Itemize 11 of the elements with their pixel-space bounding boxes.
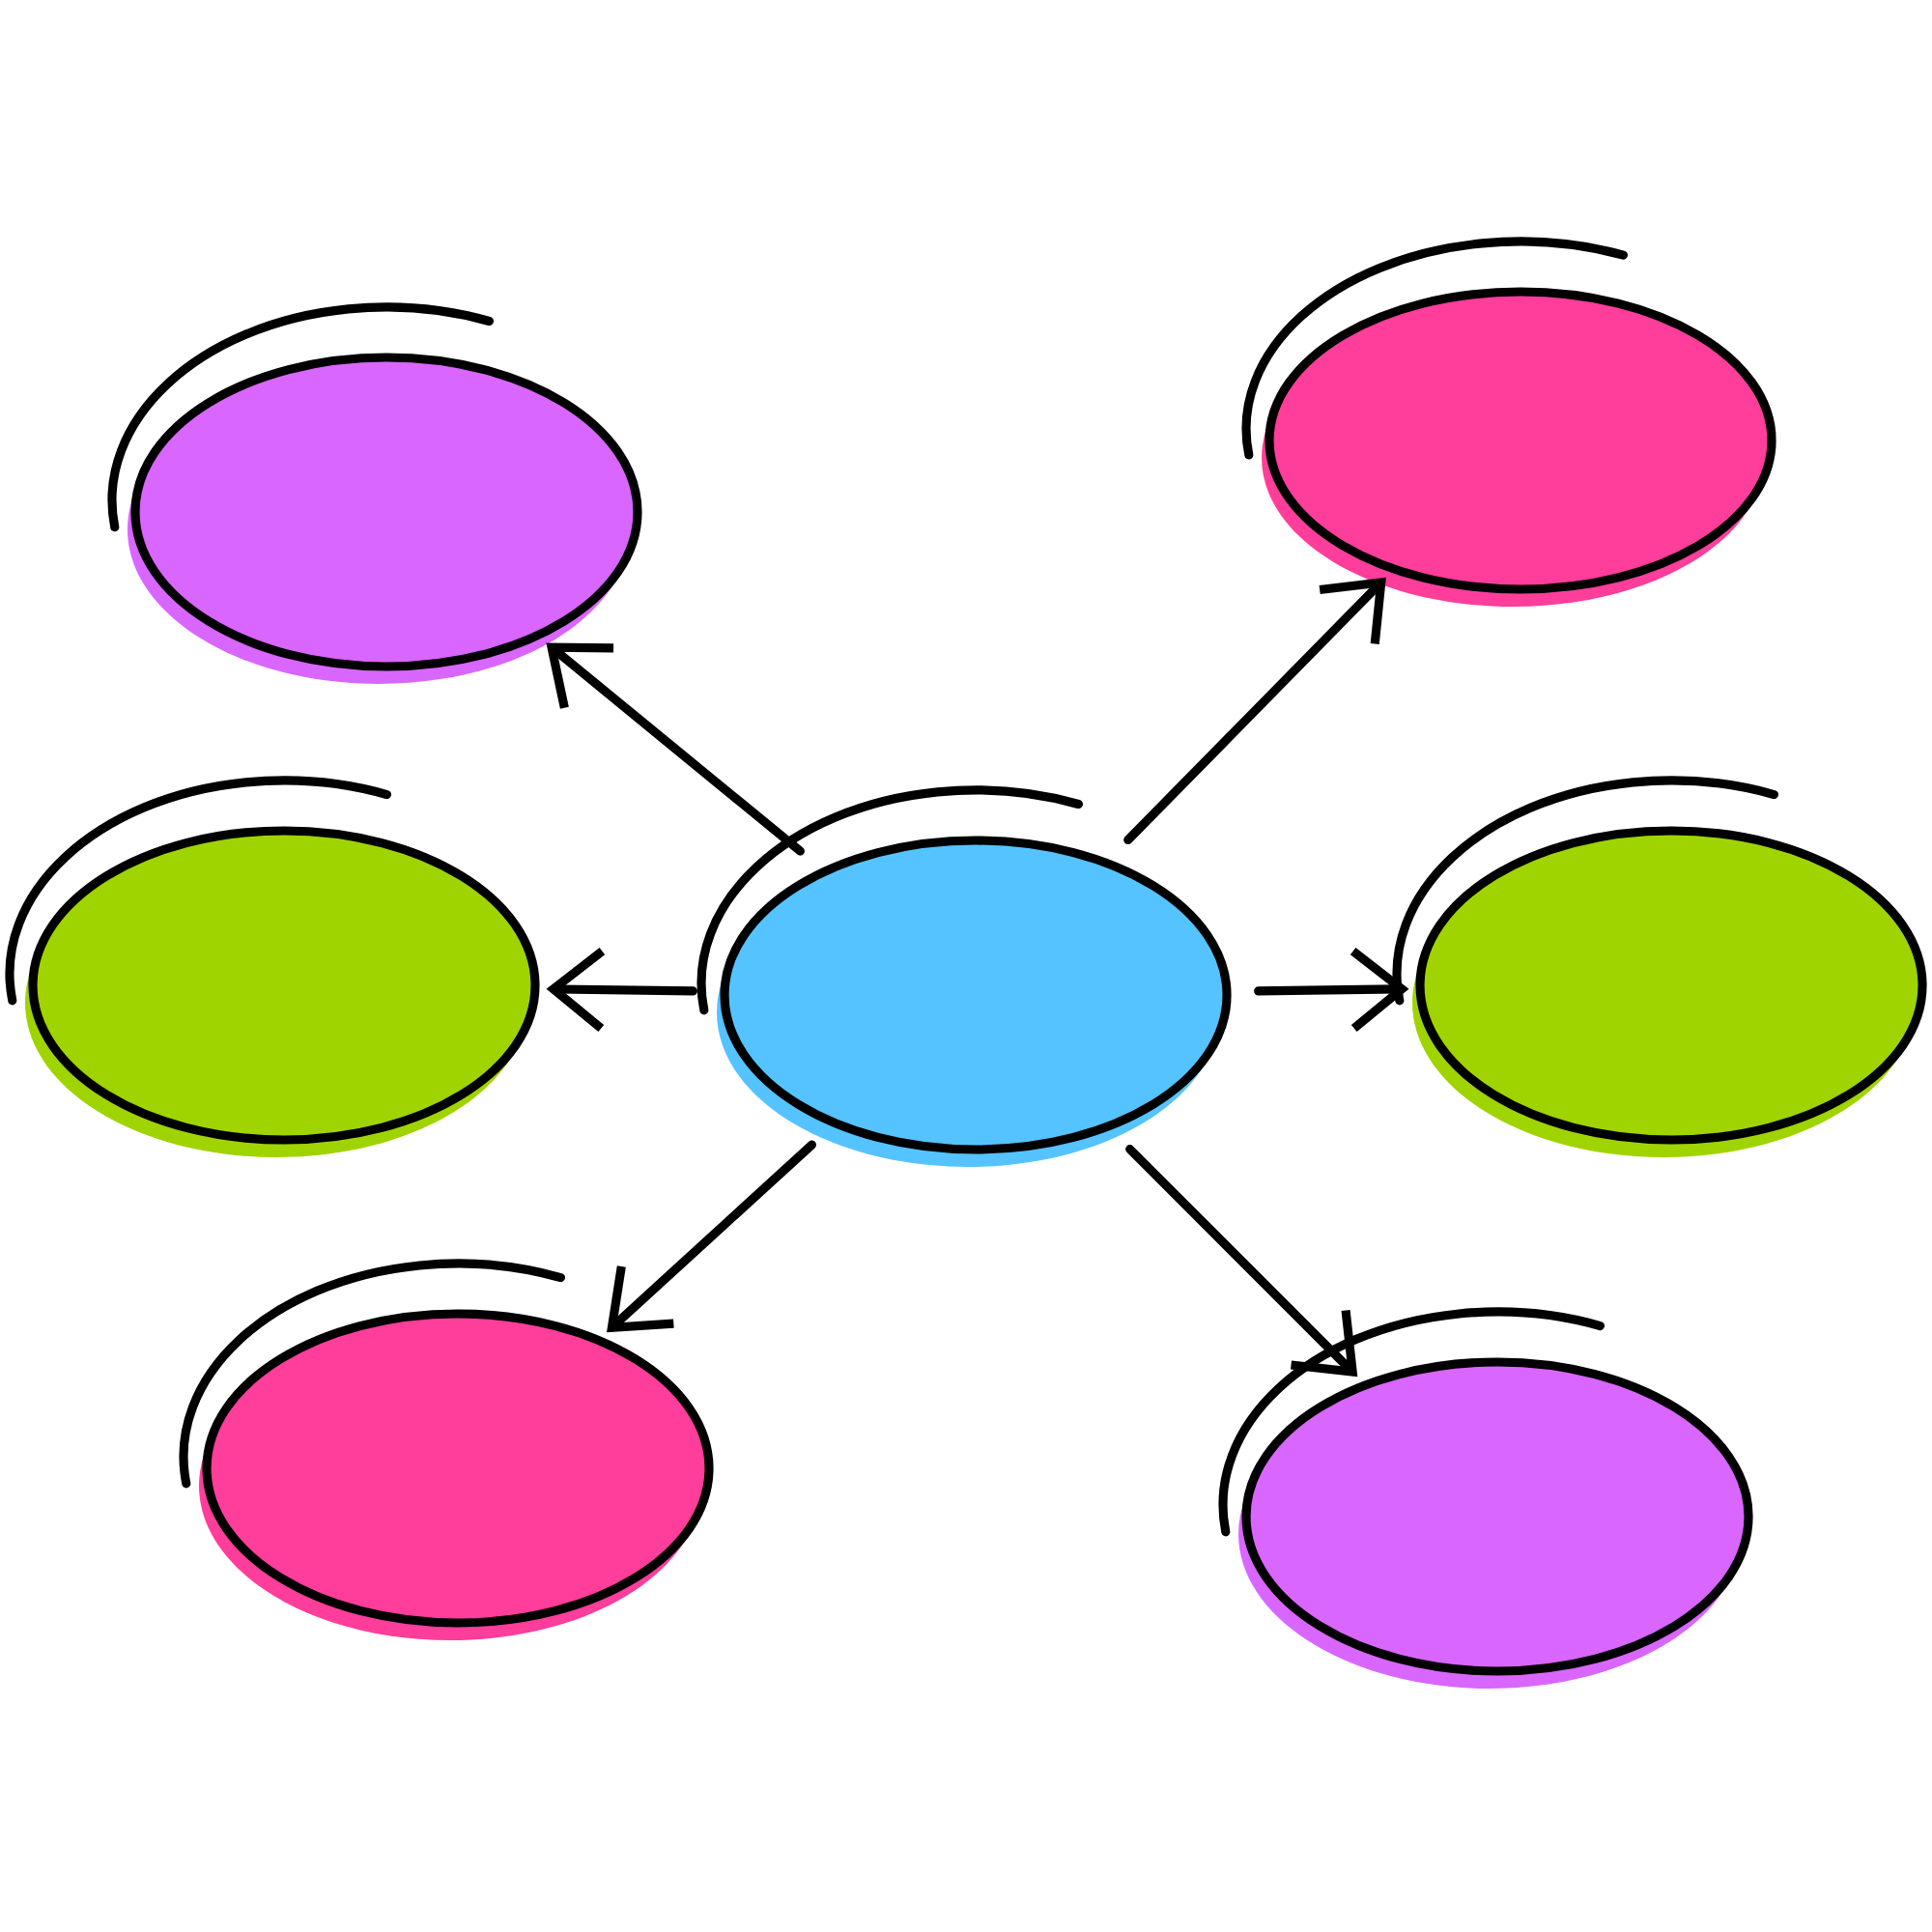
blob-shape [107, 302, 642, 684]
blob-shape [1218, 1307, 1753, 1689]
blob-shape [179, 1259, 714, 1640]
arrow [546, 642, 805, 856]
arrow [1123, 577, 1386, 845]
blob-shape [1241, 237, 1776, 607]
blob-shape [1392, 776, 1927, 1157]
blob-shape [5, 776, 540, 1157]
blob-shape [696, 785, 1232, 1167]
arrow [1125, 1145, 1358, 1378]
arrow [607, 1140, 817, 1333]
